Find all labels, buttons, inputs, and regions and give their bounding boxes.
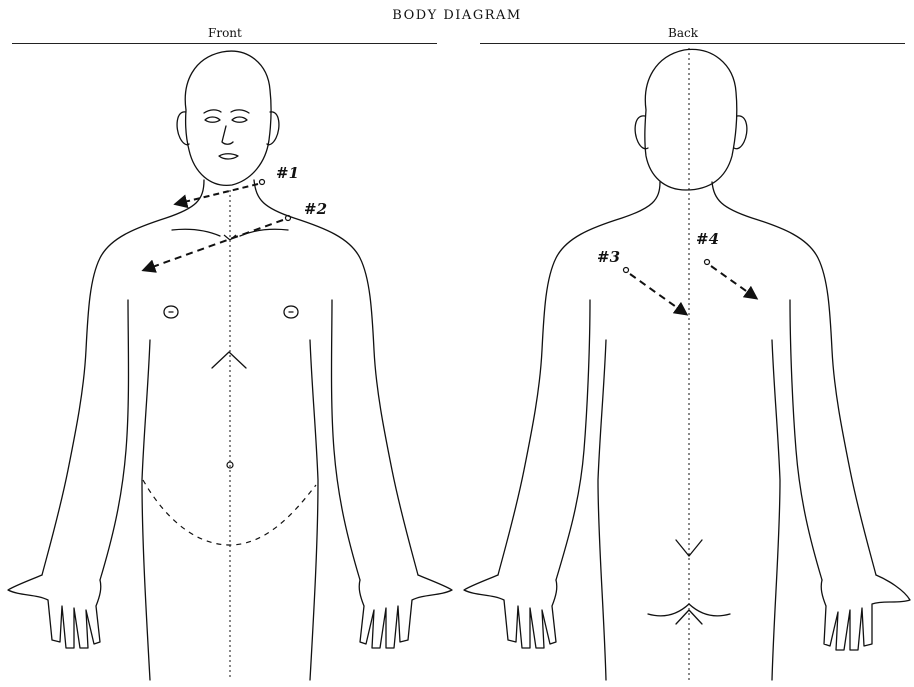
marker-4-path	[711, 266, 756, 298]
marker-1-label: #1	[276, 164, 299, 182]
front-right-brow	[231, 110, 249, 113]
back-right-hand	[821, 575, 910, 650]
marker-3-origin	[624, 268, 629, 273]
front-right-eye	[232, 117, 247, 122]
marker-4-arrow	[705, 260, 757, 299]
front-left-brow	[204, 110, 221, 113]
marker-2-arrow	[144, 216, 291, 271]
back-left-inner-arm	[556, 300, 590, 580]
front-left-inner-arm	[100, 300, 129, 580]
back-right-inner-arm	[790, 300, 822, 580]
back-left-hand	[464, 575, 557, 648]
marker-4-origin	[705, 260, 710, 265]
front-mouth	[219, 154, 238, 159]
marker-3-path	[630, 274, 686, 314]
front-right-hand	[359, 575, 452, 648]
front-left-collarbone	[172, 229, 220, 236]
back-right-side	[772, 340, 780, 680]
front-midline-group	[143, 190, 316, 680]
front-left-torso-outline	[42, 180, 204, 575]
front-left-eye	[205, 117, 220, 122]
front-left-nipple	[164, 306, 178, 318]
marker-3-label: #3	[597, 248, 620, 266]
front-head-outline	[185, 51, 271, 185]
back-left-torso-outline	[498, 182, 660, 575]
marker-3-arrow	[624, 268, 687, 315]
front-right-nipple	[284, 306, 298, 318]
marker-2-path	[144, 220, 283, 270]
marker-2-label: #2	[304, 200, 327, 218]
front-left-hand	[8, 575, 101, 648]
marker-4-label: #4	[696, 230, 719, 248]
front-right-inner-arm	[332, 300, 361, 580]
front-rib-arch	[212, 352, 246, 368]
back-left-ear	[635, 116, 648, 149]
back-gluteal-crease	[676, 610, 702, 624]
marker-1-origin	[260, 180, 265, 185]
marker-1-path	[176, 184, 258, 204]
front-right-side	[310, 340, 318, 680]
back-head-outline	[645, 49, 737, 190]
back-right-torso-outline	[712, 182, 876, 575]
front-right-torso-outline	[254, 180, 418, 575]
back-body-figure	[464, 49, 910, 680]
front-left-side	[142, 340, 150, 680]
back-left-side	[598, 340, 606, 680]
marker-1-arrow	[176, 180, 265, 205]
front-nose	[222, 126, 233, 144]
